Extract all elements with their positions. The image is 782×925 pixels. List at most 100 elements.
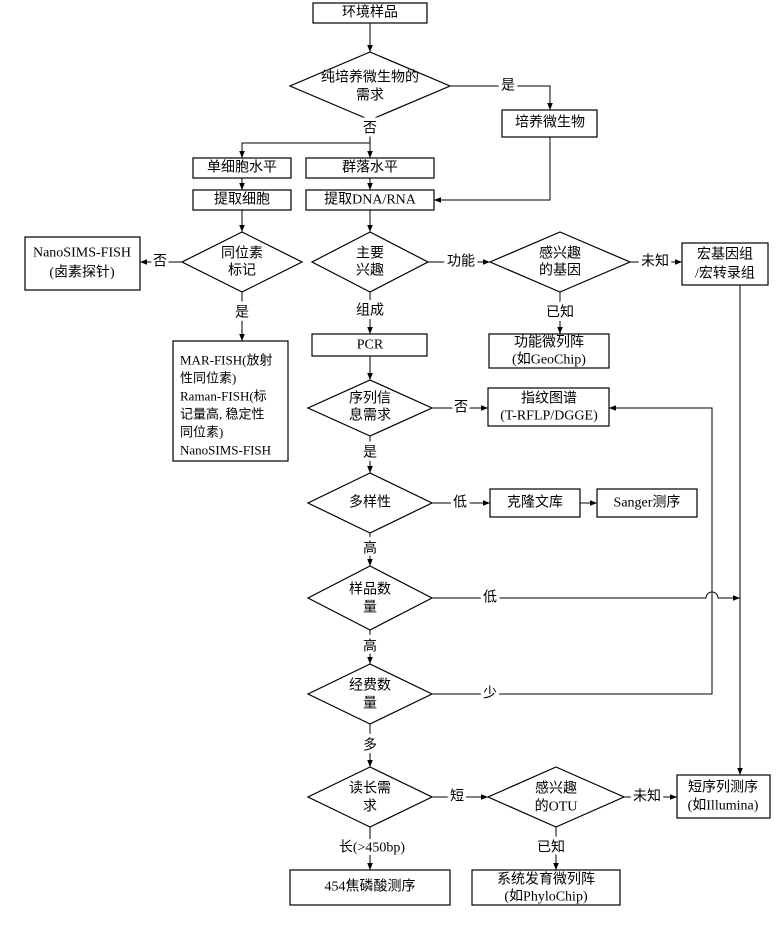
node-isotope-methods-text-4: 记量高, 稳定性 xyxy=(180,407,265,422)
edge-samples-low xyxy=(432,591,740,601)
decision-seqinfo-text-1: 序列信 xyxy=(349,391,391,407)
decision-read-length-need: 读长需 求 xyxy=(306,766,434,828)
edge-label-seqinfo-yes: 是 xyxy=(363,446,377,461)
nodes: 环境样品 纯培养微生物的 需求 培养微生物 单细胞水平 群落水平 提取细胞 提取… xyxy=(24,2,771,906)
edge-budget-low xyxy=(432,405,713,695)
decision-sample-count-text-1: 样品数 xyxy=(349,582,391,598)
node-env-sample: 环境样品 xyxy=(312,2,428,24)
edge-label-samples-low: 低 xyxy=(483,590,497,606)
node-short-read-seq: 短序列测序 (如Illumina) xyxy=(676,774,771,819)
decision-pure-culture-text-2: 需求 xyxy=(356,88,384,104)
decision-sequence-info-need: 序列信 息需求 xyxy=(306,379,434,437)
edge-label-budget-low: 少 xyxy=(483,686,497,702)
node-extract-dna-rna-text: 提取DNA/RNA xyxy=(324,192,417,208)
node-single-cell-level: 单细胞水平 xyxy=(192,157,292,179)
node-pyroseq-454: 454焦磷酸测序 xyxy=(289,869,451,906)
node-extract-cells-text: 提取细胞 xyxy=(214,192,270,208)
edge-label-culture-no: 否 xyxy=(363,122,377,137)
decision-gene-text-2: 的基因 xyxy=(539,262,581,279)
node-culture-microbes-text: 培养微生物 xyxy=(515,115,585,131)
edge-label-readlen-long: 长(>450bp) xyxy=(339,840,406,856)
node-functional-array-text-1: 功能微列阵 xyxy=(514,335,584,351)
node-sanger-text: Sanger测序 xyxy=(614,495,681,511)
node-nanosims-halogen-text-2: (卤素探针) xyxy=(49,265,115,281)
edge-label-seqinfo-no: 否 xyxy=(454,401,468,416)
node-fingerprint-text-2: (T-RFLP/DGGE) xyxy=(500,409,598,424)
node-culture-microbes: 培养微生物 xyxy=(501,109,598,138)
decision-gene-of-interest: 感兴趣 的基因 xyxy=(488,231,632,293)
node-single-cell-level-text: 单细胞水平 xyxy=(207,160,277,176)
node-env-sample-text: 环境样品 xyxy=(342,5,398,21)
decision-main-interest-text-1: 主要 xyxy=(356,246,384,262)
decision-isotope-text-1: 同位素 xyxy=(221,246,263,262)
decision-diversity-text: 多样性 xyxy=(349,494,391,511)
edge-culture-no-single-cell xyxy=(239,142,370,158)
decision-isotope-text-2: 标记 xyxy=(228,263,256,279)
edge-label-isotope-yes: 是 xyxy=(235,306,249,321)
node-pyroseq-454-text: 454焦磷酸测序 xyxy=(325,879,416,895)
node-nanosims-halogen-text-1: NanoSIMS-FISH xyxy=(33,246,131,261)
edge-culture-yes xyxy=(450,85,553,110)
decision-isotope-label: 同位素 标记 xyxy=(180,231,304,293)
edge-label-budget-high: 多 xyxy=(363,737,377,754)
node-isotope-methods-text-6: NanoSIMS-FISH xyxy=(180,443,271,458)
decision-diversity: 多样性 xyxy=(306,472,434,534)
connectors xyxy=(140,23,743,870)
edge-label-gene-unknown: 未知 xyxy=(641,253,669,270)
node-community-level: 群落水平 xyxy=(305,157,435,179)
decision-pure-culture-text-1: 纯培养微生物的 xyxy=(321,70,419,86)
decision-main-interest: 主要 兴趣 xyxy=(310,231,430,293)
decision-sample-count: 样品数 量 xyxy=(306,565,434,631)
node-phylo-array-text-2: (如PhyloChip) xyxy=(504,889,588,905)
node-fingerprint-text-1: 指纹图谱 xyxy=(521,391,577,407)
node-pcr-text: PCR xyxy=(357,338,384,353)
node-functional-array: 功能微列阵 (如GeoChip) xyxy=(488,333,610,369)
decision-read-length-text-1: 读长需 xyxy=(349,780,391,797)
edge-label-isotope-no: 否 xyxy=(153,255,167,270)
edge-label-interest-function: 功能 xyxy=(447,254,475,270)
node-isotope-methods-text-2: 性同位素) xyxy=(180,371,236,386)
node-isotope-methods-text-1: MAR-FISH(放射 xyxy=(180,353,272,368)
edge-label-otu-known: 已知 xyxy=(537,839,565,856)
decision-otu-text-1: 感兴趣 xyxy=(535,780,577,797)
edge-label-gene-known: 已知 xyxy=(546,304,574,321)
decision-otu-text-2: 的OTU xyxy=(535,799,578,815)
node-isotope-methods-text-3: Raman-FISH(标 xyxy=(180,389,267,404)
edge-label-culture-yes: 是 xyxy=(501,79,515,94)
decision-pure-culture-need: 纯培养微生物的 需求 xyxy=(288,51,452,121)
edge-label-otu-unknown: 未知 xyxy=(633,788,661,805)
decision-budget: 经费数 量 xyxy=(306,663,434,725)
node-extract-cells: 提取细胞 xyxy=(192,189,292,211)
node-phylo-array: 系统发育微列阵 (如PhyloChip) xyxy=(471,869,621,906)
node-functional-array-text-2: (如GeoChip) xyxy=(512,352,586,368)
node-sanger: Sanger测序 xyxy=(596,488,698,518)
node-isotope-methods-text-5: 同位素) xyxy=(180,425,223,440)
edge-label-samples-high: 高 xyxy=(363,638,377,655)
decision-budget-text-1: 经费数 xyxy=(349,678,391,694)
node-metagenome-text-2: /宏转录组 xyxy=(695,266,755,282)
edge-label-interest-composition: 组成 xyxy=(356,303,384,319)
node-short-read-text-1: 短序列测序 xyxy=(688,780,758,796)
decision-otu-of-interest: 感兴趣 的OTU xyxy=(486,766,626,828)
node-short-read-text-2: (如Illumina) xyxy=(688,798,759,814)
node-isotope-methods: MAR-FISH(放射 性同位素) Raman-FISH(标 记量高, 稳定性 … xyxy=(172,340,289,462)
node-phylo-array-text-1: 系统发育微列阵 xyxy=(497,872,595,888)
decision-budget-text-2: 量 xyxy=(363,696,377,712)
edge-label-readlen-short: 短 xyxy=(450,789,464,805)
decision-seqinfo-text-2: 息需求 xyxy=(349,407,391,424)
node-nanosims-halogen: NanoSIMS-FISH (卤素探针) xyxy=(24,236,141,291)
node-metagenome: 宏基因组 /宏转录组 xyxy=(681,242,769,286)
edge-label-diversity-high: 高 xyxy=(363,540,377,557)
decision-gene-text-1: 感兴趣 xyxy=(539,245,581,262)
node-metagenome-text-1: 宏基因组 xyxy=(697,246,753,263)
edge-culture-to-extract-dna xyxy=(434,137,551,203)
node-pcr: PCR xyxy=(311,333,428,357)
node-clone-library: 克隆文库 xyxy=(489,488,581,518)
decision-read-length-text-2: 求 xyxy=(363,799,377,815)
decision-sample-count-text-2: 量 xyxy=(363,600,377,616)
node-clone-library-text: 克隆文库 xyxy=(507,495,563,511)
node-fingerprint: 指纹图谱 (T-RFLP/DGGE) xyxy=(487,387,610,427)
decision-main-interest-text-2: 兴趣 xyxy=(356,263,384,279)
node-extract-dna-rna: 提取DNA/RNA xyxy=(305,189,435,211)
